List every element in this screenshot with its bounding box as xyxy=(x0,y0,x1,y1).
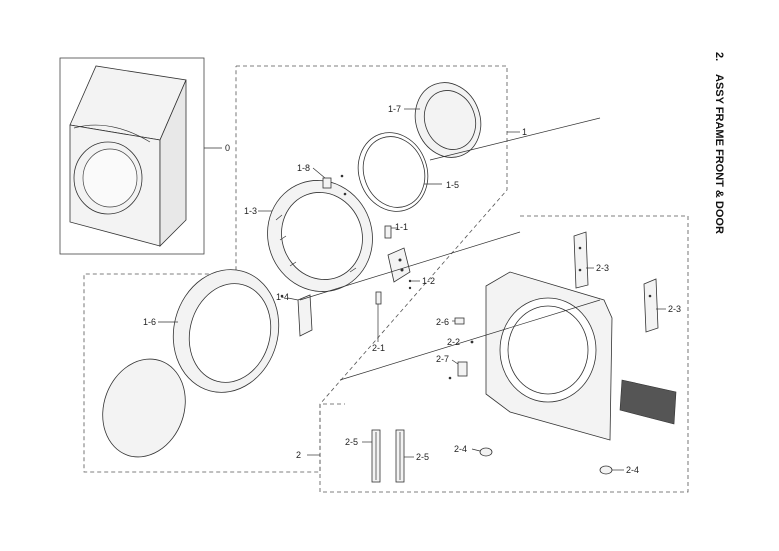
connector-lines xyxy=(299,117,601,381)
part-1-1-latch xyxy=(384,225,392,239)
part-1-3-door-frame xyxy=(267,180,373,292)
callout-2: 2 xyxy=(296,450,301,460)
part-2-2-clip xyxy=(470,340,474,344)
group-2-boundary xyxy=(319,215,689,493)
part-2-1-hinge xyxy=(375,291,382,338)
door-glass-lens xyxy=(102,358,186,458)
part-2-5-strip-b xyxy=(395,429,405,483)
part-2-4-fitting-a xyxy=(479,447,493,457)
callout-2-4b: 2-4 xyxy=(626,465,639,475)
callout-2-7: 2-7 xyxy=(436,354,449,364)
callout-2-2: 2-2 xyxy=(447,337,460,347)
callout-1-8: 1-8 xyxy=(297,163,310,173)
part-2-4-fitting-b xyxy=(599,465,613,475)
section-title: ASSY FRAME FRONT & DOOR xyxy=(713,74,725,234)
callout-1-4: 1-4 xyxy=(276,292,289,302)
part-2-3-bracket-top xyxy=(573,231,589,289)
callout-1-7: 1-7 xyxy=(388,104,401,114)
callout-2-5a: 2-5 xyxy=(345,437,358,447)
frame-front-panel xyxy=(485,271,613,441)
section-header: 2. ASSY FRAME FRONT & DOOR xyxy=(713,52,725,234)
part-1-7-door-glass xyxy=(414,82,482,158)
callout-1-1: 1-1 xyxy=(395,222,408,232)
part-2-5-strip-a xyxy=(371,429,381,483)
callout-1: 1 xyxy=(522,127,527,137)
dryer-cabinet-illustration xyxy=(69,65,187,247)
callout-1-3: 1-3 xyxy=(244,206,257,216)
part-2-6-screw xyxy=(454,317,465,325)
mesh-filter-panel xyxy=(619,379,677,425)
assembly-inset-box xyxy=(59,57,205,255)
part-1-5-door-ring xyxy=(357,132,429,212)
part-2-3-bracket-side xyxy=(643,278,659,333)
part-1-8-clip xyxy=(322,174,347,196)
callout-2-1: 2-1 xyxy=(372,343,385,353)
callout-1-5: 1-5 xyxy=(446,180,459,190)
callout-2-6: 2-6 xyxy=(436,317,449,327)
callout-2-3b: 2-3 xyxy=(668,304,681,314)
callout-0: 0 xyxy=(225,143,230,153)
callout-1-2: 1-2 xyxy=(422,276,435,286)
callout-2-5b: 2-5 xyxy=(416,452,429,462)
callout-1-6: 1-6 xyxy=(143,317,156,327)
group-1-boundary xyxy=(83,65,508,473)
callout-2-3a: 2-3 xyxy=(596,263,609,273)
section-number: 2. xyxy=(713,52,725,61)
part-1-6-door-outer xyxy=(172,269,280,393)
part-2-7-lock xyxy=(448,361,468,380)
callout-2-4a: 2-4 xyxy=(454,444,467,454)
part-1-4-handle xyxy=(280,294,313,337)
part-1-2-hinge xyxy=(387,247,412,290)
